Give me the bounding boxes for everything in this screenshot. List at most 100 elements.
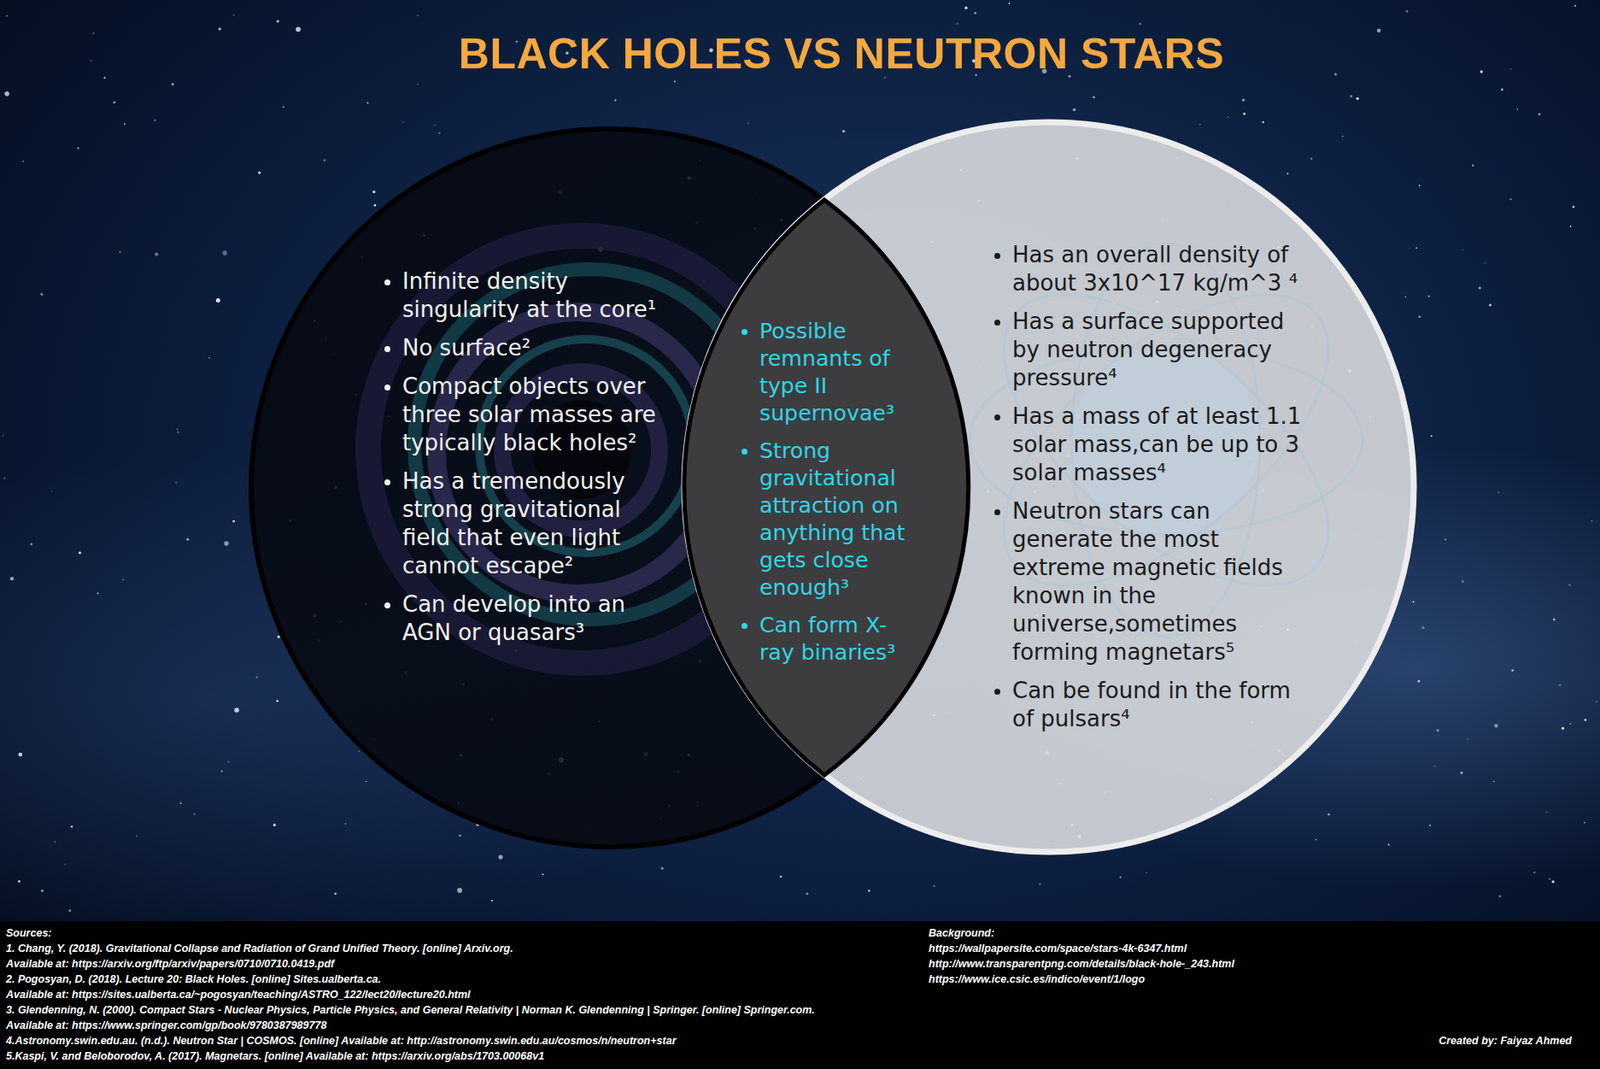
star (1048, 842, 1050, 844)
star (10, 576, 14, 581)
star (76, 146, 79, 149)
star (186, 538, 189, 541)
star (1361, 456, 1364, 458)
star (755, 193, 757, 194)
star (1347, 369, 1353, 374)
star (1251, 720, 1254, 723)
star (702, 280, 705, 283)
bullet-dot (384, 345, 391, 352)
source-line: Available at: https://www.springer.com/g… (5, 1018, 327, 1032)
bullet-item: Strong gravitational attraction on anyth… (739, 437, 920, 602)
star (1162, 218, 1164, 220)
star (282, 105, 285, 108)
bullet-dot (994, 509, 1001, 516)
star (1286, 628, 1290, 632)
star (3, 477, 6, 480)
star (744, 439, 751, 445)
star (78, 551, 82, 555)
star (1428, 295, 1431, 298)
bullet-dot (994, 688, 1001, 695)
bullet-text: Neutron stars can generate the most extr… (1012, 497, 1318, 667)
source-line: 4.Astronomy.swin.edu.au. (n.d.). Neutron… (5, 1033, 677, 1048)
star (1223, 206, 1225, 208)
star (176, 428, 178, 430)
star (780, 218, 784, 222)
bullet-text: Has an overall density of about 3x10^17 … (1012, 240, 1318, 298)
star (588, 843, 591, 845)
star (716, 266, 718, 268)
star (222, 250, 227, 255)
star (1548, 878, 1550, 880)
star (257, 171, 261, 175)
star (457, 887, 463, 893)
star (1388, 843, 1390, 846)
circle-border (251, 128, 969, 847)
star (92, 32, 94, 35)
star (587, 828, 590, 831)
star (1558, 684, 1561, 686)
bullet-item: Can develop into an AGN or quasars³ (382, 590, 658, 647)
bullet-item: Infinite density singularity at the core… (382, 267, 658, 324)
star (973, 11, 977, 15)
shape-group (251, 128, 969, 847)
star (1262, 121, 1265, 124)
star (1478, 286, 1482, 289)
bullet-list: Has an overall density of about 3x10^17 … (992, 240, 1318, 744)
star (1405, 296, 1407, 298)
star (1538, 112, 1542, 116)
star (943, 711, 946, 714)
overlap-lens: Possible remnants of type II supernovae³… (684, 199, 970, 776)
star (1461, 580, 1465, 583)
star (1199, 123, 1202, 126)
star (1421, 626, 1425, 629)
bullet-text: Can be found in the form of pulsars⁴ (1012, 676, 1318, 733)
source-line: 3. Glendenning, N. (2000). Compact Stars… (5, 1002, 815, 1017)
star (761, 679, 764, 682)
bullet-text: Can develop into an AGN or quasars³ (402, 590, 658, 647)
star (986, 490, 990, 493)
circle-fill (684, 122, 1414, 852)
circle-fill (251, 128, 969, 847)
star (1509, 198, 1512, 200)
bullet-text: No surface² (402, 334, 531, 363)
star (218, 27, 222, 30)
star (661, 867, 664, 870)
star (558, 190, 563, 195)
source-line: Background: (928, 926, 995, 940)
star (644, 528, 646, 530)
bullet-text: Infinite density singularity at the core… (402, 267, 658, 324)
bullet-dot (741, 328, 748, 335)
star (1583, 821, 1586, 824)
star (433, 124, 435, 126)
star (372, 190, 376, 194)
star (945, 789, 947, 791)
star (367, 101, 370, 104)
star (374, 204, 377, 207)
star (498, 854, 503, 859)
star (1574, 5, 1577, 7)
bullet-list: Possible remnants of type II supernovae³… (739, 317, 920, 677)
star (515, 649, 518, 652)
star (462, 683, 464, 686)
star (1242, 98, 1245, 101)
star (1434, 765, 1436, 768)
star (457, 802, 460, 804)
star (933, 884, 936, 887)
source-line: https://wallpapersite.com/space/stars-4k… (928, 941, 1187, 956)
bullet-text: Compact objects over three solar masses … (402, 372, 658, 458)
star (908, 371, 911, 375)
star (177, 431, 180, 434)
lens-shape (684, 199, 969, 775)
star (490, 718, 493, 721)
star (1553, 618, 1556, 622)
star (1075, 157, 1079, 160)
bullet-dot (994, 252, 1001, 259)
star (1072, 108, 1076, 112)
star (597, 246, 604, 253)
star (334, 353, 336, 356)
star (805, 891, 809, 895)
star (277, 635, 281, 639)
star (2, 434, 4, 436)
star (119, 251, 121, 253)
star (737, 539, 739, 542)
